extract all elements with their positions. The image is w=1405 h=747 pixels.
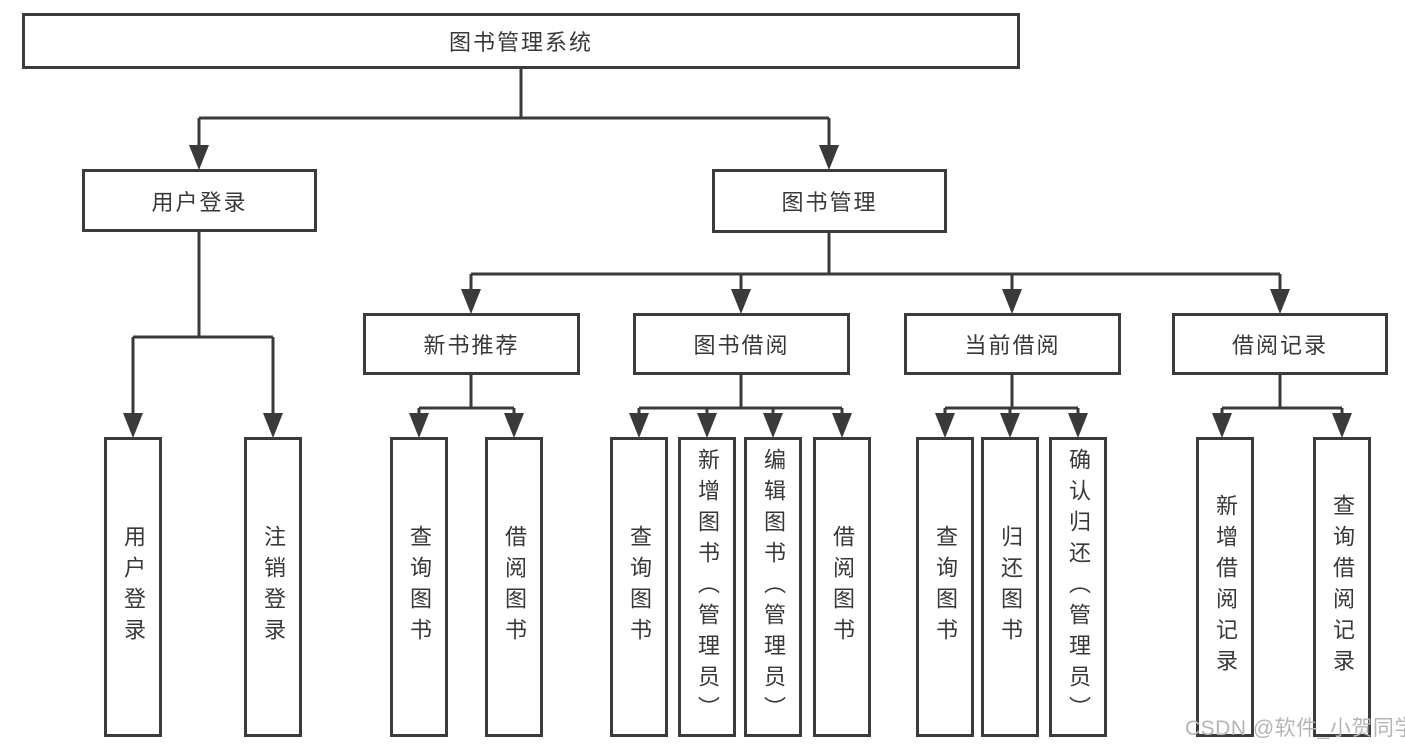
leaf-logout: 注销登录 — [244, 437, 302, 737]
leaf-add-books-admin-label: 新增图书（管理员） — [695, 447, 720, 727]
csdn-watermark: CSDN @软件_小贺同学 — [1185, 717, 1405, 740]
leaf-query-books-current: 查询图书 — [916, 437, 974, 737]
leaf-query-books-borrowing-label: 查询图书 — [627, 525, 652, 649]
node-current-borrowing: 当前借阅 — [904, 313, 1121, 375]
leaf-add-books-admin: 新增图书（管理员） — [678, 437, 736, 737]
leaf-query-books-recommend-label: 查询图书 — [407, 525, 432, 649]
leaf-edit-books-admin: 编辑图书（管理员） — [744, 437, 802, 737]
leaf-confirm-return-admin: 确认归还（管理员） — [1049, 437, 1107, 737]
leaf-query-books-borrowing: 查询图书 — [610, 437, 668, 737]
node-borrowing-records: 借阅记录 — [1172, 313, 1388, 375]
leaf-return-books-label: 归还图书 — [998, 525, 1023, 649]
node-new-book-recommend-label: 新书推荐 — [423, 333, 520, 358]
node-book-borrowing: 图书借阅 — [633, 313, 850, 375]
node-root-label: 图书管理系统 — [448, 30, 593, 55]
leaf-query-books-current-label: 查询图书 — [933, 525, 958, 649]
leaf-borrow-books-borrowing-label: 借阅图书 — [830, 525, 855, 649]
leaf-borrow-books-recommend: 借阅图书 — [485, 437, 543, 737]
leaf-add-borrow-record-label: 新增借阅记录 — [1213, 494, 1238, 680]
leaf-query-books-recommend: 查询图书 — [390, 437, 448, 737]
node-user-login-label: 用户登录 — [151, 189, 248, 215]
leaf-borrow-books-borrowing: 借阅图书 — [813, 437, 871, 737]
node-current-borrowing-label: 当前借阅 — [964, 333, 1061, 358]
leaf-user-login-label: 用户登录 — [121, 525, 146, 649]
leaf-query-borrow-record-label: 查询借阅记录 — [1330, 494, 1355, 680]
leaf-user-login: 用户登录 — [104, 437, 162, 737]
node-book-management: 图书管理 — [712, 169, 947, 233]
node-book-borrowing-label: 图书借阅 — [693, 333, 790, 358]
leaf-confirm-return-admin-label: 确认归还（管理员） — [1066, 447, 1091, 727]
node-book-management-label: 图书管理 — [781, 190, 878, 215]
node-borrowing-records-label: 借阅记录 — [1231, 333, 1328, 358]
leaf-add-borrow-record: 新增借阅记录 — [1196, 437, 1254, 737]
node-user-login: 用户登录 — [82, 169, 317, 232]
node-root-system: 图书管理系统 — [22, 13, 1020, 69]
leaf-query-borrow-record: 查询借阅记录 — [1313, 437, 1371, 737]
leaf-edit-books-admin-label: 编辑图书（管理员） — [761, 447, 786, 727]
node-new-book-recommend: 新书推荐 — [363, 313, 580, 375]
leaf-borrow-books-recommend-label: 借阅图书 — [502, 525, 527, 649]
leaf-logout-label: 注销登录 — [261, 525, 286, 649]
leaf-return-books: 归还图书 — [981, 437, 1039, 737]
